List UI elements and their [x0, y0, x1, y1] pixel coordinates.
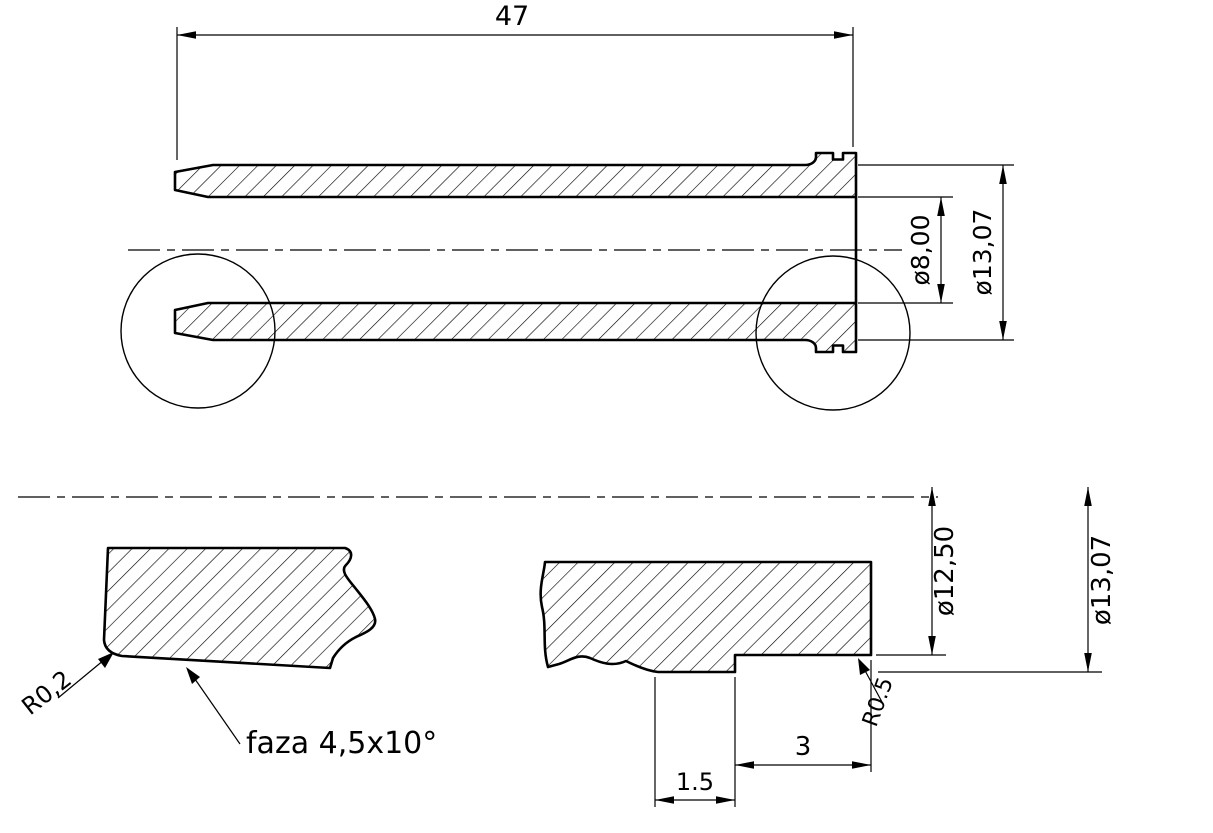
dim-bore-diameter: ø8,00: [858, 196, 953, 304]
dim-groove-offset-text: 1.5: [676, 768, 714, 796]
label-corner-radius-text: R0,2: [16, 665, 76, 721]
dim-bore-diameter-text: ø8,00: [906, 215, 935, 286]
arrowhead-icon: [1084, 653, 1092, 672]
arrowhead-icon: [858, 658, 870, 675]
detail-views: R0,2 faza 4,5x10° R0.5 3: [16, 487, 1117, 807]
arrowhead-icon: [852, 761, 871, 769]
arrowhead-icon: [98, 652, 114, 668]
dim-groove-offset: 1.5: [654, 677, 735, 807]
upper-wall-section: [173, 151, 858, 199]
arrowhead-icon: [735, 761, 754, 769]
detail-view-chamfer: [102, 546, 377, 670]
arrowhead-icon: [655, 796, 674, 804]
dim-overall-length: 47: [176, 1, 854, 160]
dim-detail-outer-diameter: ø13,07: [878, 487, 1117, 673]
arrowhead-icon: [928, 636, 936, 655]
arrowhead-icon: [186, 667, 200, 684]
arrowhead-icon: [937, 284, 945, 303]
dim-overall-length-text: 47: [495, 1, 529, 32]
arrowhead-icon: [1084, 487, 1092, 506]
arrowhead-icon: [928, 487, 936, 506]
lower-wall-section: [173, 301, 858, 354]
detail-circle-right: [755, 255, 911, 411]
dim-groove-diameter: ø12,50: [876, 487, 960, 656]
arrowhead-icon: [999, 165, 1007, 184]
detail-circle-left: [120, 253, 276, 409]
label-chamfer-note: faza 4,5x10°: [186, 667, 437, 761]
arrowhead-icon: [937, 197, 945, 216]
arrowhead-icon: [177, 31, 196, 39]
dim-detail-outer-diameter-text: ø13,07: [1087, 535, 1117, 625]
arrowhead-icon: [716, 796, 735, 804]
dim-groove-width: 3: [734, 660, 872, 807]
detail-view-groove: [539, 560, 873, 674]
dim-groove-width-text: 3: [795, 732, 812, 762]
label-corner-radius: R0,2: [16, 652, 114, 721]
main-section-view: 47 ø8,00 ø13,07: [120, 1, 1014, 411]
label-groove-radius-text: R0.5: [858, 674, 899, 730]
label-chamfer-note-text: faza 4,5x10°: [246, 726, 437, 761]
leader-line: [187, 668, 241, 745]
dim-outer-diameter: ø13,07: [858, 164, 1014, 341]
dim-groove-diameter-text: ø12,50: [930, 526, 960, 616]
dim-outer-diameter-text: ø13,07: [968, 209, 997, 296]
arrowhead-icon: [834, 31, 853, 39]
label-groove-radius: R0.5: [858, 658, 899, 730]
arrowhead-icon: [999, 321, 1007, 340]
